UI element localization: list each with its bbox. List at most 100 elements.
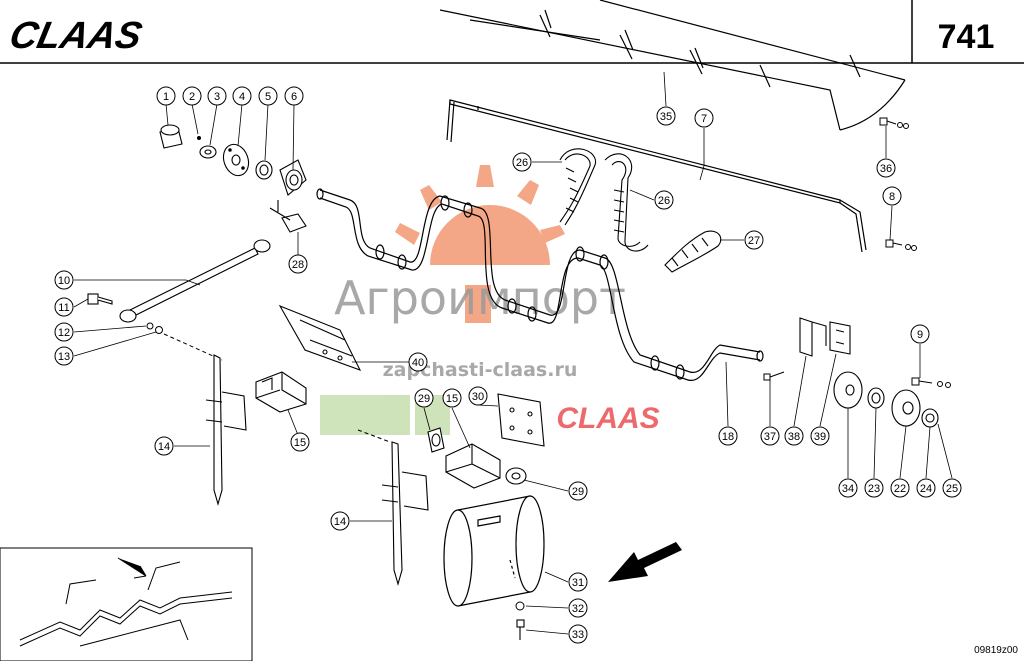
bushing-29-lower — [505, 467, 527, 485]
hose-26a — [559, 148, 596, 226]
callout-circle — [718, 426, 738, 446]
callout-circle — [284, 86, 304, 106]
tine-14-left — [205, 354, 247, 507]
callout-38: 38 — [784, 426, 804, 446]
housing-6 — [279, 159, 307, 196]
callout-label: 37 — [764, 431, 776, 443]
callout-circle — [876, 158, 896, 178]
callout-circle — [288, 254, 308, 274]
callout-label: 14 — [158, 441, 170, 453]
callout-circle — [290, 432, 310, 452]
callout-circle — [890, 478, 910, 498]
bolt-9 — [911, 377, 951, 388]
callout-circle — [760, 426, 780, 446]
callout-circle — [656, 106, 676, 126]
callout-30: 30 — [468, 386, 488, 406]
callout-circle — [864, 478, 884, 498]
sleeve-3 — [199, 145, 217, 159]
callout-8: 8 — [882, 186, 902, 206]
tine-14-center — [357, 429, 429, 587]
washer-12 — [146, 322, 154, 330]
callout-24: 24 — [916, 478, 936, 498]
callout-circle — [258, 86, 278, 106]
flange-34 — [833, 371, 863, 409]
callout-label: 40 — [412, 357, 424, 369]
callout-label: 24 — [920, 483, 932, 495]
bushing-29-upper — [427, 427, 445, 453]
callout-circle — [744, 230, 764, 250]
callout-label: 34 — [842, 483, 854, 495]
flange-22 — [891, 389, 921, 427]
callout-7: 7 — [694, 108, 714, 128]
callout-31: 31 — [568, 572, 588, 592]
callout-6: 6 — [284, 86, 304, 106]
callout-label: 9 — [917, 329, 923, 341]
callout-label: 38 — [788, 431, 800, 443]
inset-detail — [0, 547, 253, 661]
callout-label: 4 — [239, 91, 245, 103]
callout-27: 27 — [744, 230, 764, 250]
hose-26b — [604, 153, 649, 252]
callout-circle — [838, 478, 858, 498]
callout-circle — [568, 598, 588, 618]
callout-label: 28 — [292, 259, 304, 271]
leader-lines — [73, 71, 953, 635]
brand-logo: CLAAS — [6, 14, 146, 57]
bracket-30 — [497, 393, 545, 447]
callout-5: 5 — [258, 86, 278, 106]
callout-label: 8 — [889, 191, 895, 203]
rod-7 — [446, 99, 867, 253]
bolt-33 — [516, 619, 525, 640]
callout-33: 33 — [568, 624, 588, 644]
callout-2: 2 — [182, 86, 202, 106]
callout-label: 27 — [748, 235, 760, 247]
callout-label: 1 — [163, 91, 169, 103]
page-number: 741 — [938, 18, 995, 56]
callout-label: 23 — [868, 483, 880, 495]
auger-housing — [439, 0, 906, 131]
callout-circle — [54, 346, 74, 366]
callout-circle — [882, 186, 902, 206]
callout-circle — [330, 511, 350, 531]
callout-circle — [784, 426, 804, 446]
callout-label: 6 — [291, 91, 297, 103]
callout-label: 29 — [572, 486, 584, 498]
callout-label: 25 — [946, 483, 958, 495]
drawing-code: 09819z00 — [974, 645, 1018, 656]
callout-40: 40 — [408, 352, 428, 372]
watermark: Агроимпорт zapchasti-claas.ru CLAAS — [320, 165, 660, 435]
callout-29: 29 — [568, 481, 588, 501]
callout-label: 22 — [894, 483, 906, 495]
bolt-11 — [87, 293, 113, 305]
callout-label: 10 — [58, 275, 70, 287]
callout-15: 15 — [442, 388, 462, 408]
washer-32 — [515, 601, 525, 611]
bolt-37 — [763, 371, 785, 381]
bolt-8 — [885, 239, 917, 251]
callout-11: 11 — [54, 297, 74, 317]
block-15-center — [445, 443, 501, 489]
callout-14: 14 — [154, 436, 174, 456]
watermark-url: zapchasti-claas.ru — [383, 359, 578, 381]
callout-circle — [916, 478, 936, 498]
callout-9: 9 — [910, 324, 930, 344]
callout-32: 32 — [568, 598, 588, 618]
callout-circle — [232, 86, 252, 106]
hose-27 — [664, 230, 722, 273]
callout-15: 15 — [290, 432, 310, 452]
bearing-23 — [867, 387, 885, 409]
callout-circle — [408, 352, 428, 372]
watermark-brand: CLAAS — [556, 402, 659, 435]
block-15-left — [255, 371, 307, 413]
callout-circle — [182, 86, 202, 106]
callout-10: 10 — [54, 270, 74, 290]
callout-label: 15 — [294, 437, 306, 449]
callout-label: 31 — [572, 577, 584, 589]
bearing-5 — [255, 160, 273, 180]
callout-label: 35 — [660, 111, 672, 123]
callout-circle — [156, 86, 176, 106]
callout-label: 15 — [446, 393, 458, 405]
callout-circle — [568, 481, 588, 501]
callout-label: 5 — [265, 91, 271, 103]
